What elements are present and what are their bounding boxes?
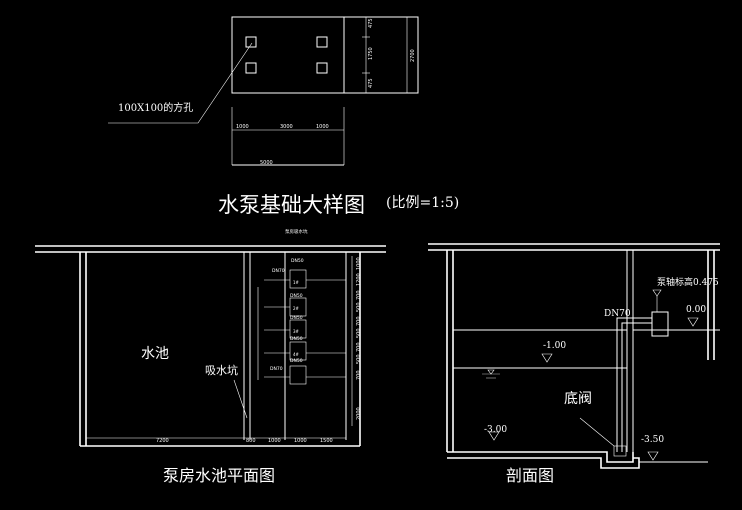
section-view: 泵轴标高0.475 DN70 0.00 -1.00 -3.00 -3.50 底阀… <box>428 243 720 485</box>
pump-tag-2: 2# <box>293 306 300 311</box>
plan-dim-right-10: 2000 <box>356 407 362 420</box>
level-water-label: -1.00 <box>543 341 566 351</box>
foundation-plan-outline <box>231 16 345 94</box>
pump-axis-label: 泵轴标高0.475 <box>657 276 719 288</box>
pool-label: 水池 <box>141 346 169 362</box>
pit-label: 吸水坑 <box>205 363 238 377</box>
plan-dim-right-9: 700 <box>356 370 362 380</box>
pipe-tag-5: DN50 <box>290 336 303 342</box>
hole-label: 100X100的方孔 <box>118 101 193 114</box>
drawing-scale: (比例=1:5) <box>386 195 459 211</box>
plan-dim-right-8: 500 <box>356 354 362 364</box>
pit-leader-line <box>233 379 248 419</box>
dim-right-1: 475 <box>368 18 374 28</box>
pipe-tag-7: DN70 <box>270 366 283 372</box>
plan-pipes <box>257 269 346 385</box>
anchor-hole <box>316 62 328 74</box>
drawing-title: 水泵基础大样图 <box>218 193 365 217</box>
pipe-tag-3: DN50 <box>290 293 303 299</box>
pump-tag-3: 3# <box>293 329 300 334</box>
plan-dim-right-4: 500 <box>356 302 362 312</box>
plan-dim-bottom-1: 7200 <box>156 438 169 444</box>
pump-tag-4: 4# <box>293 352 300 357</box>
level-bottom-left-label: -3.00 <box>484 425 507 435</box>
valve-leader-line <box>579 417 615 447</box>
plan-caption: 泵房水池平面图 <box>163 466 275 485</box>
plan-dim-right-3: 700 <box>356 290 362 300</box>
plan-dim-right-6: 500 <box>356 328 362 338</box>
pipe-tag-2: DN50 <box>291 258 304 264</box>
pipe-tag-1: DN70 <box>272 268 285 274</box>
dim-bottom-1: 1000 <box>236 124 249 130</box>
pump-body <box>651 311 669 337</box>
plan-small-title: 泵房吸水坑 <box>285 228 308 235</box>
anchor-hole <box>245 62 257 74</box>
level-bottom-right-label: -3.50 <box>641 435 664 445</box>
plan-dim-right-7: 700 <box>356 342 362 352</box>
foot-valve <box>613 445 627 457</box>
plan-dim-bottom-4: 1000 <box>294 438 307 444</box>
level-top-label: 0.00 <box>686 305 706 315</box>
foundation-dimension-frame <box>343 16 419 94</box>
valve-label: 底阀 <box>564 391 592 407</box>
plan-dim-right-5: 700 <box>356 316 362 326</box>
pump-foundation-detail: 475 1750 475 2700 100X100的方孔 1000 3000 1… <box>108 16 419 166</box>
anchor-hole <box>316 36 328 48</box>
hole-leader-line <box>108 42 253 124</box>
plan-dim-bottom-5: 1500 <box>320 438 333 444</box>
pipe-tag-6: DN50 <box>290 358 303 364</box>
anchor-hole <box>245 36 257 48</box>
pump-tag-1: 1# <box>293 280 300 285</box>
plan-dim-right-2: 1200 <box>356 273 362 286</box>
dim-right-total: 2700 <box>410 49 416 62</box>
dim-right-2: 1750 <box>368 47 374 60</box>
pump-room-pool-plan: 泵房吸水坑 DN70 DN50 <box>35 228 386 485</box>
pipe-tag-4: DN50 <box>290 315 303 321</box>
plan-dim-bottom-2: 800 <box>246 438 256 444</box>
dim-bottom-2: 3000 <box>280 124 293 130</box>
dim-bottom-3: 1000 <box>316 124 329 130</box>
pipe-label: DN70 <box>604 309 631 319</box>
plan-dim-bottom-3: 1000 <box>268 438 281 444</box>
dim-right-3: 475 <box>368 78 374 88</box>
plan-dim-right-1: 1000 <box>356 257 362 270</box>
section-caption: 剖面图 <box>506 466 554 485</box>
dim-bottom-total: 5000 <box>260 160 273 166</box>
